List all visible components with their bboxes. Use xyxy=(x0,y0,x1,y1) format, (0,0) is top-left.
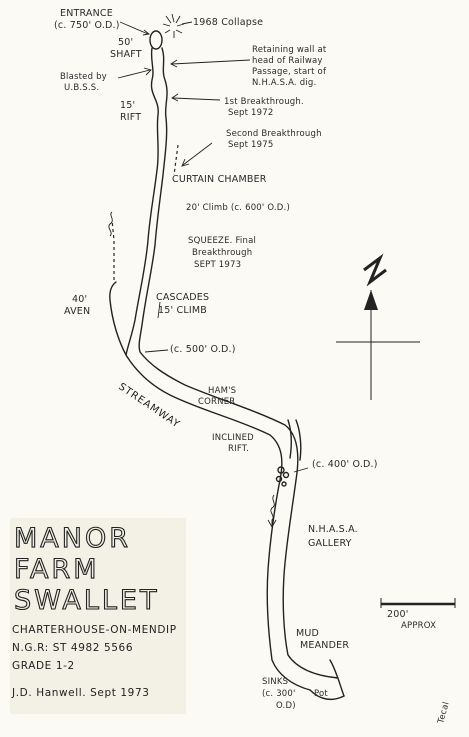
label-od-400: (c. 400' O.D.) xyxy=(312,459,378,470)
label-first-bt-2: Sept 1972 xyxy=(228,108,274,118)
label-sinks-1: SINKS xyxy=(262,677,288,687)
label-sinks-3: O.D) xyxy=(276,701,296,711)
scale-note: APPROX xyxy=(401,621,436,631)
label-retaining-3: Passage, start of xyxy=(252,67,327,77)
label-second-bt-2: Sept 1975 xyxy=(228,140,274,150)
label-second-bt-1: Second Breakthrough xyxy=(226,129,322,139)
dashed-passage xyxy=(173,144,179,176)
aven-passage xyxy=(109,281,127,356)
sinks-passage xyxy=(309,689,345,701)
cave-passage xyxy=(108,13,345,701)
side-passage-inner xyxy=(287,419,293,459)
label-shaft-depth: 50' xyxy=(118,37,133,48)
north-arrow xyxy=(336,253,420,400)
title-block: MANOR FARM SWALLET CHARTERHOUSE-ON-MENDI… xyxy=(11,522,177,699)
scale-bar xyxy=(380,598,456,608)
label-signature: Tecal xyxy=(436,701,452,726)
label-blasted-2: U.B.S.S. xyxy=(64,83,99,93)
flow-squiggle xyxy=(270,494,275,526)
label-squeeze-3: SEPT 1973 xyxy=(194,260,241,270)
label-rift: RIFT xyxy=(120,112,141,123)
label-retaining-1: Retaining wall at xyxy=(252,45,327,55)
annotations: ENTRANCE (c. 750' O.D.) 1968 Collapse 50… xyxy=(54,8,452,726)
info-author: J.D. Hanwell. Sept 1973 xyxy=(11,687,150,699)
aven-squiggle xyxy=(108,211,113,237)
label-entrance: ENTRANCE xyxy=(60,8,113,19)
label-aven-2: AVEN xyxy=(64,306,90,317)
aven-dashed-passage xyxy=(111,219,115,280)
label-squeeze-2: Breakthrough xyxy=(192,248,252,258)
pointer-arrows xyxy=(117,21,309,473)
label-squeeze-1: SQUEEZE. Final xyxy=(188,236,256,246)
label-streamway: STREAMWAY xyxy=(116,381,182,430)
label-cascades-1: CASCADES xyxy=(156,292,209,303)
label-hams-1: HAM'S xyxy=(208,386,236,396)
side-passage xyxy=(295,419,302,461)
label-20-climb: 20' Climb (c. 600' O.D.) xyxy=(186,203,290,213)
title-line-3: SWALLET xyxy=(14,585,159,616)
label-gallery-1: N.H.A.S.A. xyxy=(308,524,358,535)
label-mud-2: MEANDER xyxy=(300,640,349,651)
title-line-2: FARM xyxy=(14,554,100,585)
label-gallery-2: GALLERY xyxy=(308,538,352,549)
label-hams-2: CORNER xyxy=(198,397,235,407)
title-panel xyxy=(10,518,186,714)
label-aven-1: 40' xyxy=(72,294,87,305)
passage-right-wall xyxy=(138,47,339,679)
label-retaining-2: head of Railway xyxy=(252,56,323,66)
label-shaft: SHAFT xyxy=(110,49,142,60)
entrance-shaft xyxy=(149,30,163,50)
label-first-bt-1: 1st Breakthrough. xyxy=(224,97,304,107)
label-inclined-1: INCLINED xyxy=(212,433,254,443)
label-blasted-1: Blasted by xyxy=(60,72,107,82)
label-rift-depth: 15' xyxy=(120,100,135,111)
label-mud-1: MUD xyxy=(296,628,319,639)
label-inclined-2: RIFT. xyxy=(228,444,249,454)
title-line-1: MANOR xyxy=(14,523,131,554)
label-cascades-2: 15' CLIMB xyxy=(158,305,207,316)
label-entrance-od: (c. 750' O.D.) xyxy=(54,20,120,31)
label-pot: Pot xyxy=(314,689,328,699)
info-grade: GRADE 1-2 xyxy=(12,660,75,672)
info-ngr: N.G.R: ST 4982 5566 xyxy=(12,642,133,654)
collapse-mark xyxy=(162,13,185,38)
info-location: CHARTERHOUSE-ON-MENDIP xyxy=(12,624,177,636)
label-curtain-chamber: CURTAIN CHAMBER xyxy=(172,174,267,185)
label-od-500: (c. 500' O.D.) xyxy=(170,344,236,355)
scale-value: 200' xyxy=(387,609,409,620)
label-retaining-4: N.H.A.S.A. dig. xyxy=(252,78,316,88)
label-sinks-2: (c. 300' xyxy=(262,689,296,699)
passage-left-wall xyxy=(125,47,311,691)
label-collapse: 1968 Collapse xyxy=(193,17,263,28)
